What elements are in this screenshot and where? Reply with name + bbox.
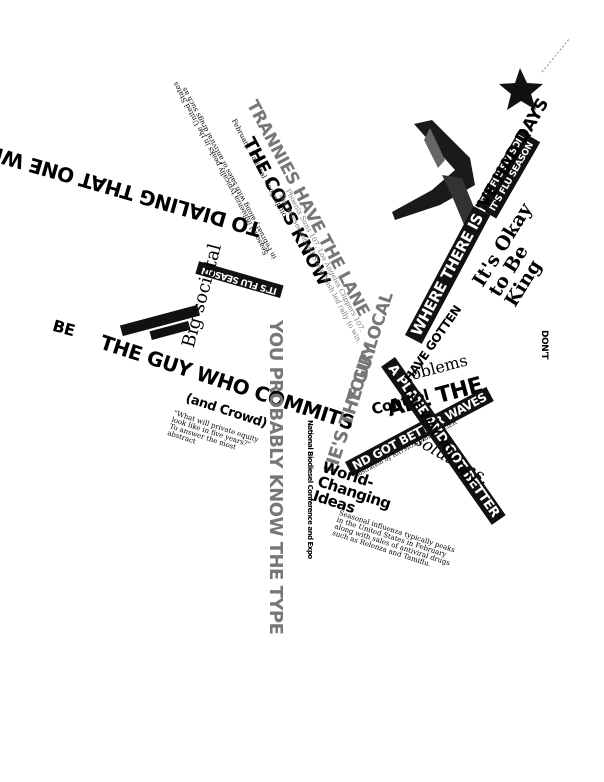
text-national: National Biodiesel Conference and Expo — [306, 420, 314, 559]
strip-dont: DON'T — [539, 330, 549, 360]
strip-you-probably: YOU PROBABLY KNOW THE TYPE — [265, 320, 286, 635]
